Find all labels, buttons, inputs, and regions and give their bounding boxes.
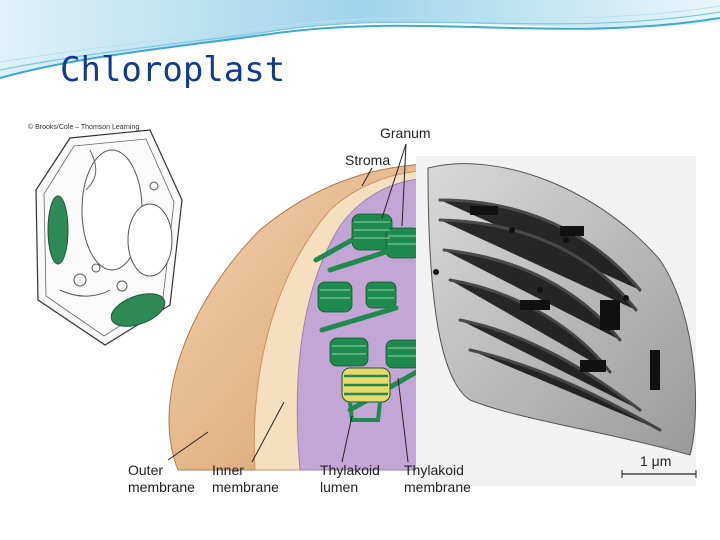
- plant-cell-illustration: [36, 130, 182, 345]
- label-thylakoid-membrane-1: Thylakoid: [404, 462, 464, 478]
- label-outer-membrane-2: membrane: [128, 479, 195, 495]
- copyright-notice: © Brooks/Cole – Thomson Learning: [28, 124, 139, 131]
- electron-micrograph: [416, 156, 696, 486]
- chloroplast-cutaway: [169, 164, 428, 470]
- label-inner-membrane-1: Inner: [212, 462, 244, 478]
- label-stroma: Stroma: [345, 152, 390, 168]
- label-thylakoid-lumen-1: Thylakoid: [320, 462, 380, 478]
- label-outer-membrane-1: Outer: [128, 462, 163, 478]
- label-inner-membrane-2: membrane: [212, 479, 279, 495]
- slide-title: Chloroplast: [60, 50, 285, 90]
- label-thylakoid-membrane-2: membrane: [404, 479, 471, 495]
- label-granum: Granum: [380, 125, 431, 141]
- scale-bar-label: 1 μm: [640, 453, 671, 469]
- label-thylakoid-lumen-2: lumen: [320, 479, 358, 495]
